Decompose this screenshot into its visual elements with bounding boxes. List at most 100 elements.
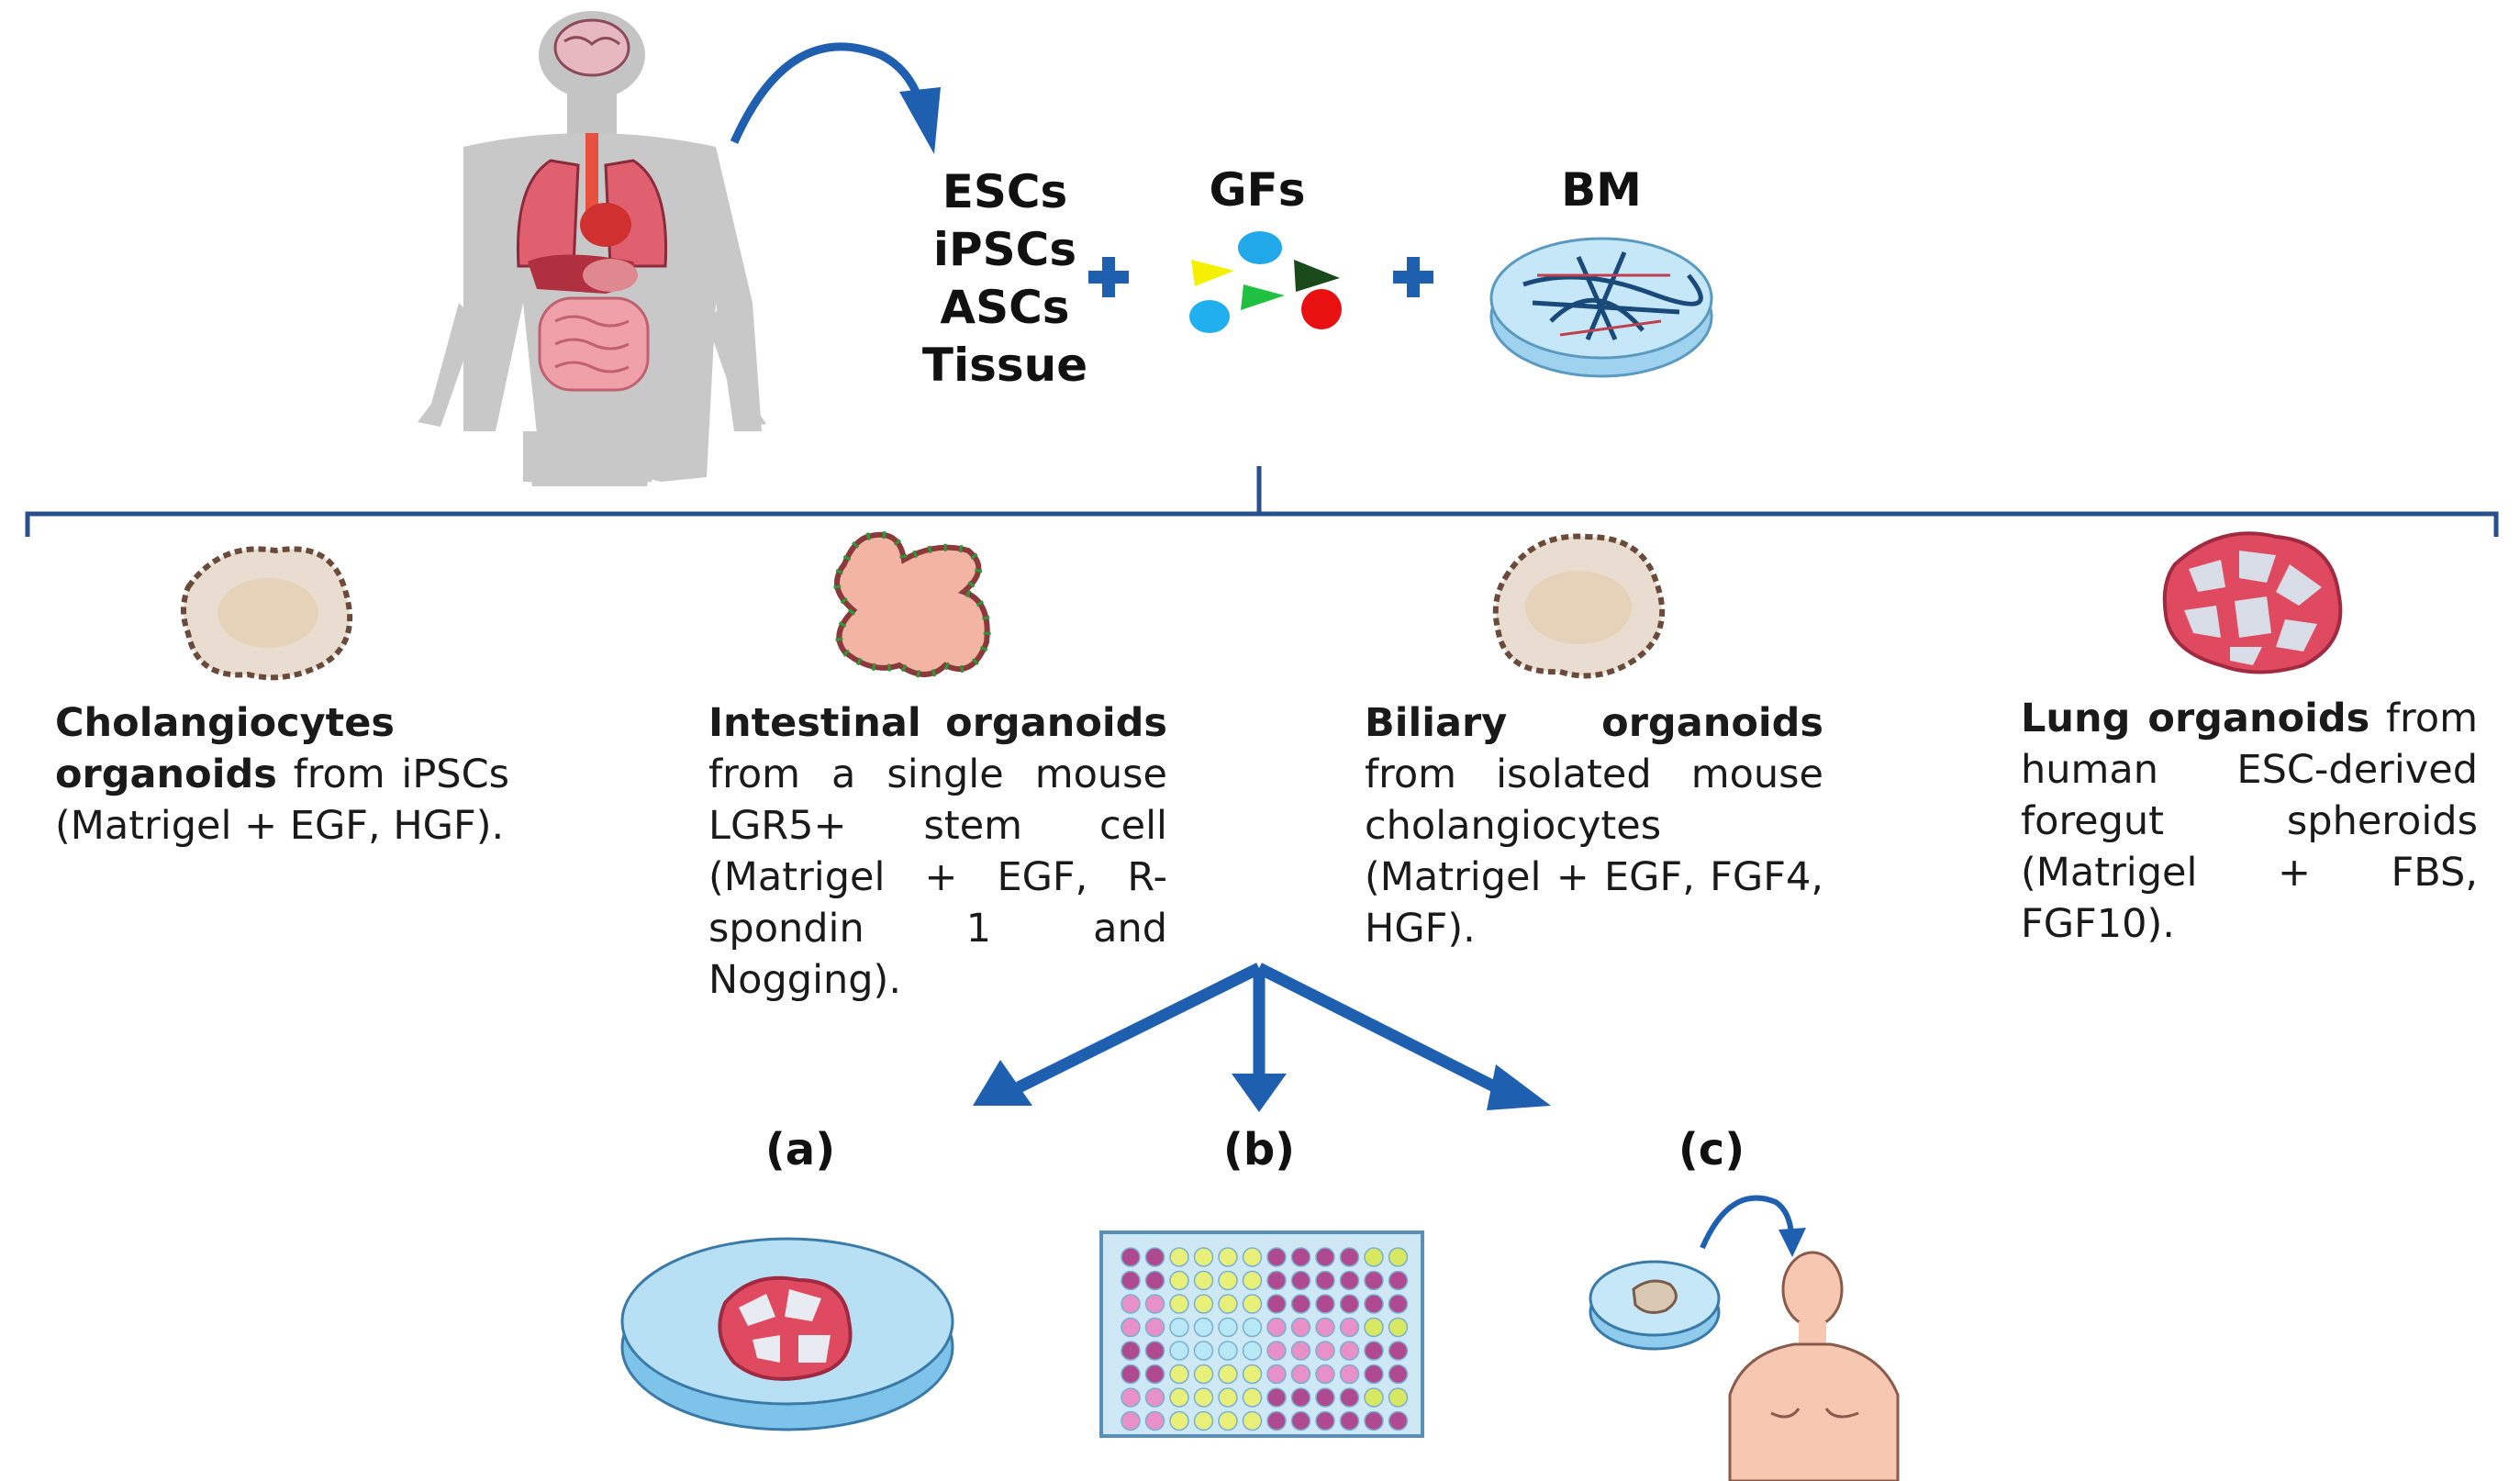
intestinal-organoid-icon <box>833 530 991 678</box>
patient-icon <box>1728 1251 1900 1481</box>
plate-well <box>1242 1247 1263 1267</box>
plate-well <box>1144 1410 1165 1431</box>
plate-well <box>1193 1294 1214 1314</box>
plate-well <box>1218 1270 1238 1291</box>
plate-well <box>1193 1270 1214 1291</box>
plate-well <box>1144 1270 1165 1291</box>
source-ipscs: iPSCs <box>932 223 1077 276</box>
branch-arrows-icon <box>1016 963 1508 1097</box>
plate-well <box>1315 1387 1335 1408</box>
plate-well <box>1339 1341 1360 1361</box>
plate-well <box>1218 1410 1238 1431</box>
growth-factors-label: GFs <box>1209 163 1306 217</box>
plate-well <box>1315 1247 1335 1267</box>
plate-well <box>1388 1364 1409 1385</box>
plate-well <box>1169 1341 1189 1361</box>
plate-well <box>1193 1317 1214 1338</box>
plate-well <box>1144 1247 1165 1267</box>
stem-cell-sources: ESCs iPSCs ASCs Tissue <box>909 163 1101 395</box>
plate-well <box>1169 1364 1189 1385</box>
application-label-c: (c) <box>1678 1124 1745 1175</box>
plate-well <box>1121 1341 1141 1361</box>
biliary-organoid-icon <box>1492 533 1666 679</box>
plate-well <box>1364 1410 1384 1431</box>
plate-well <box>1290 1410 1311 1431</box>
plate-well <box>1339 1387 1360 1408</box>
plate-well <box>1388 1317 1409 1338</box>
plate-well <box>1315 1270 1335 1291</box>
plate-well <box>1290 1294 1311 1314</box>
organoid-description-lung: Lung organoids from human ESC-derived fo… <box>2021 696 2478 947</box>
plate-well <box>1364 1247 1384 1267</box>
plate-well <box>1364 1387 1384 1408</box>
plate-well <box>1218 1387 1238 1408</box>
plate-well <box>1121 1294 1141 1314</box>
plate-well <box>1144 1341 1165 1361</box>
plate-well <box>1121 1247 1141 1267</box>
plate-well <box>1290 1364 1311 1385</box>
plate-well <box>1193 1247 1214 1267</box>
human-body-icon <box>418 11 766 486</box>
source-ascs: ASCs <box>940 281 1070 334</box>
plate-well <box>1242 1317 1263 1338</box>
plate-well <box>1266 1247 1287 1267</box>
plate-well <box>1266 1387 1287 1408</box>
bracket-line <box>25 466 2499 537</box>
basement-membrane-dish-icon <box>1489 237 1713 378</box>
source-escs: ESCs <box>942 165 1068 218</box>
plate-well <box>1169 1270 1189 1291</box>
plate-well <box>1144 1294 1165 1314</box>
transplant-arrow-icon <box>1700 1195 1794 1250</box>
cholangiocyte-organoid-icon <box>181 546 353 681</box>
plate-well <box>1218 1341 1238 1361</box>
plate-well <box>1144 1317 1165 1338</box>
plate-well <box>1193 1341 1214 1361</box>
plate-well <box>1144 1364 1165 1385</box>
lung-organoid-icon <box>2162 531 2343 674</box>
plate-well <box>1169 1410 1189 1431</box>
curved-arrow-icon <box>730 42 924 144</box>
plate-well <box>1169 1317 1189 1338</box>
transplant-dish-icon <box>1589 1260 1721 1351</box>
petri-dish-organoid-icon <box>620 1237 954 1431</box>
plate-well <box>1218 1317 1238 1338</box>
plate-well <box>1193 1364 1214 1385</box>
organoid-description-biliary: Biliary organoids from isolated mouse ch… <box>1365 700 1823 952</box>
plate-well <box>1266 1364 1287 1385</box>
plate-well <box>1218 1247 1238 1267</box>
plate-well <box>1121 1387 1141 1408</box>
plate-well <box>1290 1317 1311 1338</box>
plate-well <box>1242 1294 1263 1314</box>
plate-well <box>1218 1294 1238 1314</box>
organoid-description-intestinal: Intestinal organoids from a single mouse… <box>708 700 1167 1003</box>
plate-well <box>1266 1341 1287 1361</box>
plate-well <box>1315 1294 1335 1314</box>
plate-well <box>1290 1341 1311 1361</box>
plate-well <box>1242 1410 1263 1431</box>
plus-icon <box>1088 257 1129 297</box>
plate-well <box>1364 1364 1384 1385</box>
plate-well <box>1315 1317 1335 1338</box>
plate-well <box>1388 1410 1409 1431</box>
plate-well <box>1121 1410 1141 1431</box>
organoid-description-cholangiocytes: Cholangiocytes organoids from iPSCs (Mat… <box>55 700 509 849</box>
plate-well <box>1339 1364 1360 1385</box>
plate-well <box>1290 1247 1311 1267</box>
growth-factors-icon <box>1189 231 1342 333</box>
plate-well <box>1364 1294 1384 1314</box>
plate-well <box>1364 1317 1384 1338</box>
plate-well <box>1266 1410 1287 1431</box>
plate-well <box>1290 1387 1311 1408</box>
plate-well <box>1339 1270 1360 1291</box>
plate-well <box>1218 1364 1238 1385</box>
plate-well <box>1144 1387 1165 1408</box>
plate-well <box>1266 1317 1287 1338</box>
plate-well <box>1388 1387 1409 1408</box>
plate-well <box>1315 1410 1335 1431</box>
plate-well <box>1290 1270 1311 1291</box>
plate-well <box>1388 1341 1409 1361</box>
plate-well <box>1339 1317 1360 1338</box>
application-label-b: (b) <box>1222 1124 1296 1175</box>
plate-well <box>1193 1410 1214 1431</box>
plate-well <box>1242 1341 1263 1361</box>
